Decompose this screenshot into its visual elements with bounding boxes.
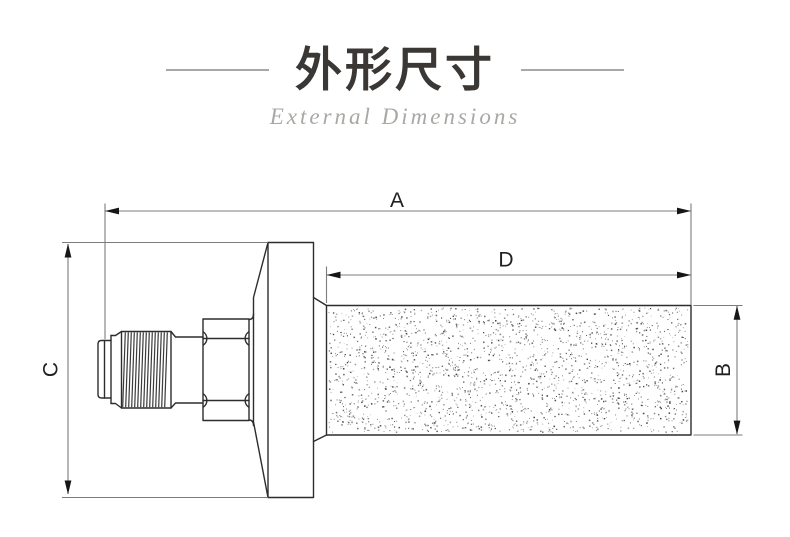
dimension-C: C [40, 241, 268, 499]
title-rule-left [166, 68, 269, 71]
hex-nut [202, 313, 255, 427]
muffler-part [97, 241, 692, 499]
dim-label-B: B [712, 363, 735, 377]
body-neck [312, 296, 328, 443]
dim-label-A: A [390, 189, 404, 212]
sintered-texture [328, 307, 689, 434]
fitting-cap [97, 334, 112, 405]
fitting-collar [110, 330, 123, 409]
dimension-D: D [325, 249, 691, 303]
dimensions: A D C B [40, 189, 743, 499]
thread-section [120, 330, 172, 409]
muffler-body [325, 304, 692, 436]
page-subtitle: External Dimensions [269, 104, 521, 129]
dim-label-D: D [498, 249, 513, 272]
flange-cone [252, 241, 269, 499]
title-rule-right [521, 68, 624, 71]
fitting-neck [170, 330, 204, 409]
page-title: 外形尺寸 [295, 43, 495, 96]
flange-plate [267, 241, 315, 499]
dimension-A: A [104, 189, 692, 339]
dimension-B: B [693, 304, 743, 436]
thread-hatching [122, 332, 168, 408]
dim-label-C: C [40, 362, 63, 377]
title-block: 外形尺寸 [0, 44, 790, 96]
